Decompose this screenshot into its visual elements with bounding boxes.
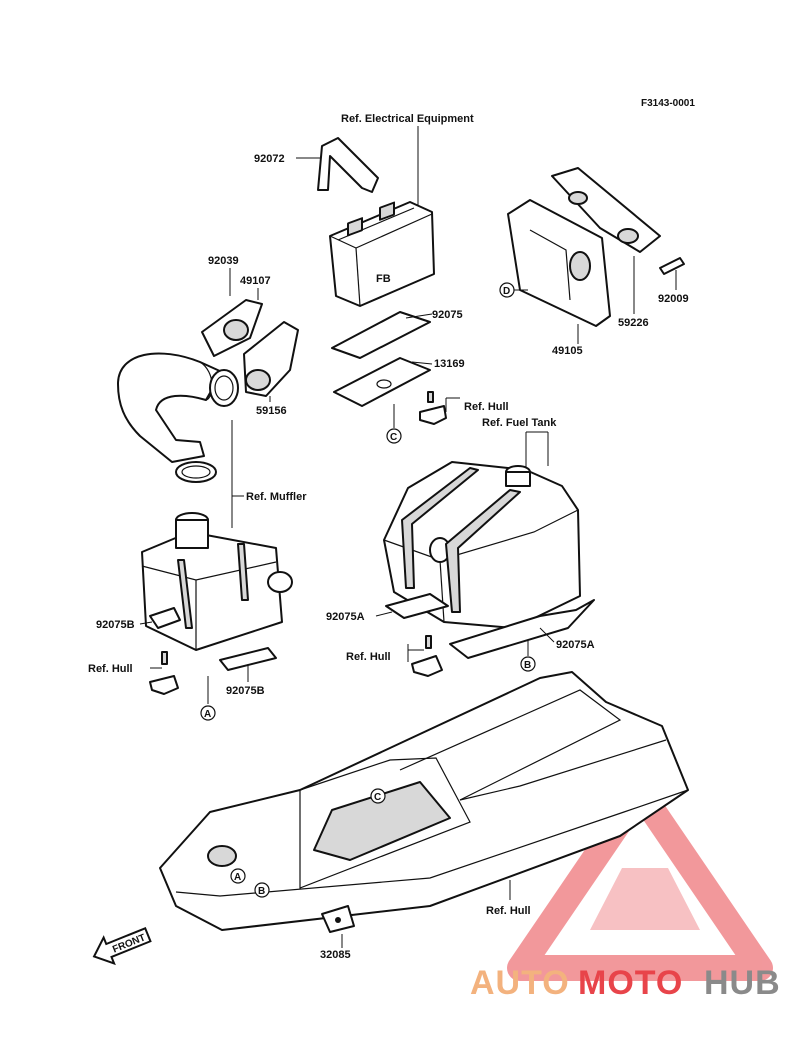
callout-a-muffler: A	[200, 705, 216, 721]
hull-mount-a	[149, 651, 179, 695]
label-ref-hull-b: Ref. Hull	[346, 651, 391, 663]
callout-d: D	[499, 282, 528, 298]
vent-plate-59226	[551, 167, 661, 314]
front-arrow-icon: FRONT	[92, 926, 152, 966]
tank-pad-92075a-right	[449, 599, 595, 659]
label-32085: 32085	[320, 949, 351, 961]
label-ref-hull-main: Ref. Hull	[486, 905, 531, 917]
label-ref-hull-a: Ref. Hull	[88, 663, 133, 675]
label-ref-muffler: Ref. Muffler	[246, 491, 307, 503]
label-ref-fuel-tank: Ref. Fuel Tank	[482, 417, 557, 429]
label-ref-hull-c: Ref. Hull	[464, 401, 509, 413]
label-49107: 49107	[240, 275, 271, 287]
vent-cover-49105	[507, 199, 611, 344]
figure-code: F3143-0001	[641, 98, 695, 109]
bolt-92009	[659, 257, 685, 290]
callout-b-tank: B	[520, 656, 536, 672]
label-92072: 92072	[254, 153, 285, 165]
muffler	[141, 512, 293, 651]
tank-pad-92075a-left	[385, 593, 449, 619]
hose-clamp-lower	[175, 461, 217, 483]
svg-text:C: C	[390, 432, 397, 443]
callout-a-hull: A	[230, 868, 246, 884]
watermark-text: AUTO MOTO HUB	[470, 964, 781, 1002]
svg-text:D: D	[503, 286, 510, 297]
svg-text:B: B	[524, 660, 531, 671]
muffler-pad-92075b-left	[149, 607, 181, 629]
svg-text:HUB: HUB	[704, 964, 781, 1002]
watermark-logo	[507, 779, 773, 981]
label-92009: 92009	[658, 293, 689, 305]
label-92075: 92075	[432, 309, 463, 321]
callout-c-tray: C	[386, 428, 402, 444]
callout-c-hull: C	[370, 788, 386, 804]
label-92075a-left: 92075A	[326, 611, 365, 623]
muffler-pad-92075b-right	[219, 647, 277, 682]
label-59226: 59226	[618, 317, 649, 329]
battery-pad-92075	[331, 311, 433, 359]
label-59156: 59156	[256, 405, 287, 417]
fuel-tank	[383, 461, 581, 629]
svg-text:AUTO: AUTO	[470, 964, 570, 1002]
label-92075a-right: 92075A	[556, 639, 595, 651]
label-13169: 13169	[434, 358, 465, 370]
label-92075b-left: 92075B	[96, 619, 135, 631]
svg-text:A: A	[204, 709, 211, 720]
svg-text:B: B	[258, 886, 265, 897]
battery-tray-13169	[333, 357, 433, 407]
exhaust-elbow-59156	[243, 321, 299, 402]
exhaust-hose	[117, 352, 223, 463]
battery-strap	[296, 137, 379, 193]
svg-text:C: C	[374, 792, 381, 803]
battery-mark: FB	[376, 273, 391, 285]
battery	[329, 201, 435, 307]
exhaust-gasket-49107	[201, 299, 263, 357]
hose-clamp-upper	[209, 369, 239, 407]
label-49105: 49105	[552, 345, 583, 357]
label-ref-electrical: Ref. Electrical Equipment	[341, 113, 474, 125]
svg-text:A: A	[234, 872, 241, 883]
hull-mount-c	[419, 391, 460, 425]
hull-mount-b	[407, 635, 443, 677]
label-92039: 92039	[208, 255, 239, 267]
label-92075b-right: 92075B	[226, 685, 265, 697]
callout-b-hull: B	[254, 882, 270, 898]
svg-text:MOTO: MOTO	[578, 964, 683, 1002]
jet-ski-hull	[159, 671, 689, 933]
